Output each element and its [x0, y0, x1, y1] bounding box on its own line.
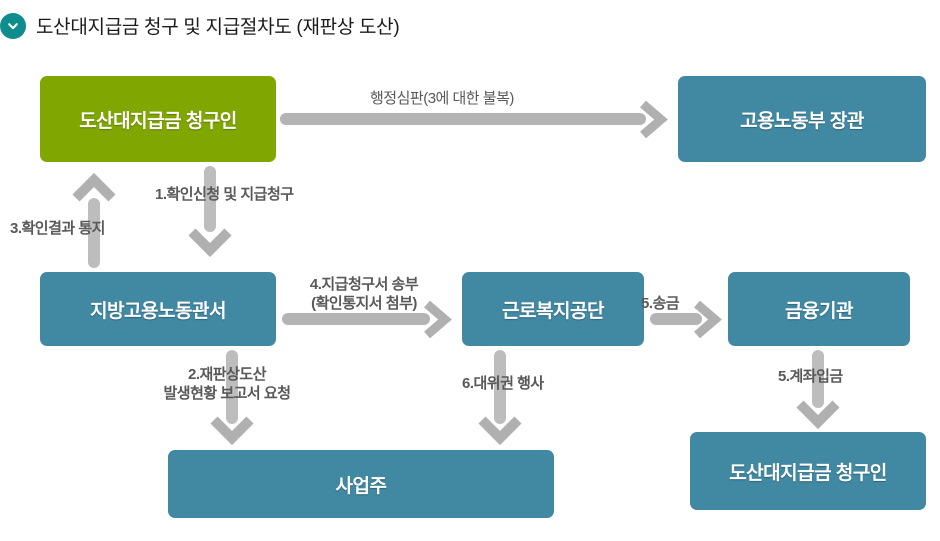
arrow-step5-send-shaft	[650, 313, 702, 325]
arrow-step2-head-icon	[210, 416, 254, 452]
node-minister[interactable]: 고용노동부 장관	[678, 76, 926, 162]
node-label: 고용노동부 장관	[740, 110, 864, 132]
arrow-appeal-shaft	[280, 113, 646, 125]
node-label: 사업주	[335, 475, 387, 497]
arrow-step4-shaft	[282, 313, 430, 325]
page-title: 도산대지급금 청구 및 지급절차도 (재판상 도산)	[36, 17, 400, 38]
arrow-step4-label: 4.지급청구서 송부 (확인통지서 첨부)	[284, 276, 444, 314]
node-local-office[interactable]: 지방고용노동관서	[40, 272, 276, 346]
arrow-step1-head-icon	[188, 228, 232, 264]
arrow-step3-shaft	[88, 198, 100, 268]
arrow-step6-label: 6.대위권 행사	[462, 375, 544, 392]
arrow-step2-label-line2: 발생현황 보고서 요청	[163, 384, 291, 402]
arrow-step2-label: 2.재판상도산 발생현황 보고서 요청	[116, 366, 338, 404]
arrow-step1-shaft	[204, 166, 216, 232]
node-applicant-bottom[interactable]: 도산대지급금 청구인	[690, 432, 926, 510]
arrow-step5-send-head-icon	[694, 300, 728, 339]
node-employer[interactable]: 사업주	[168, 450, 554, 518]
node-financial-institution[interactable]: 금융기관	[728, 272, 910, 346]
arrow-step6-shaft	[494, 350, 506, 424]
node-welfare-corp[interactable]: 근로복지공단	[462, 272, 644, 346]
arrow-step1-label: 1.확인신청 및 지급청구	[155, 186, 294, 203]
arrow-appeal-label: 행정심판(3에 대한 불복)	[370, 90, 514, 107]
node-label: 금융기관	[785, 300, 853, 322]
arrow-step4-label-line1: 4.지급청구서 송부	[309, 276, 419, 293]
arrow-step5-send-label: 5.송금	[641, 295, 680, 312]
node-applicant-top[interactable]: 도산대지급금 청구인	[40, 76, 276, 162]
arrow-step6-head-icon	[478, 416, 522, 452]
arrow-step5-deposit-shaft	[812, 350, 824, 408]
arrow-step3-head-icon	[72, 166, 116, 202]
node-label: 도산대지급금 청구인	[79, 110, 237, 132]
node-label: 근로복지공단	[502, 300, 604, 322]
arrow-step2-shaft	[226, 350, 238, 424]
arrow-appeal-head-icon	[640, 100, 674, 139]
page-title-row: 도산대지급금 청구 및 지급절차도 (재판상 도산)	[0, 12, 400, 39]
arrow-step5-deposit-head-icon	[796, 400, 840, 436]
arrow-step4-head-icon	[424, 300, 458, 339]
arrow-step4-label-line2: (확인통지서 첨부)	[311, 294, 417, 312]
chevron-down-circle-icon[interactable]	[0, 12, 26, 39]
arrow-step3-label: 3.확인결과 통지	[10, 220, 105, 237]
arrow-step5-deposit-label: 5.계좌입금	[778, 368, 843, 385]
node-label: 도산대지급금 청구인	[729, 462, 887, 484]
arrow-step2-label-line1: 2.재판상도산	[187, 366, 267, 383]
node-label: 지방고용노동관서	[90, 300, 226, 322]
